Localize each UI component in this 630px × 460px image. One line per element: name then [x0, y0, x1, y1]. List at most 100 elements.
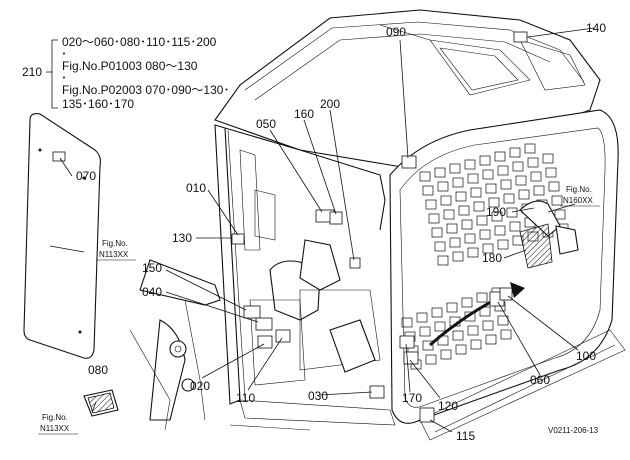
- mesh-cell: [533, 185, 545, 196]
- mesh-cell: [512, 161, 524, 172]
- header-main-label: 210: [22, 65, 42, 79]
- mesh-cell: [503, 193, 515, 204]
- callout-040: 040: [142, 285, 162, 299]
- decal-170: [399, 335, 415, 349]
- mesh-cell: [500, 179, 512, 190]
- decal-130: [231, 233, 245, 245]
- mesh-cell: [455, 344, 467, 355]
- mesh-cell: [416, 312, 428, 323]
- callout-130: 130: [172, 231, 192, 245]
- mesh-cell: [434, 241, 446, 252]
- callout-200: 200: [320, 97, 340, 111]
- mesh-cell: [524, 143, 536, 154]
- mesh-cell: [491, 211, 503, 222]
- mesh-cell: [449, 163, 461, 174]
- mesh-cell: [452, 177, 464, 188]
- decal-120: [403, 351, 419, 365]
- mesh-cell: [446, 223, 458, 234]
- callout-180: 180: [482, 251, 502, 265]
- mesh-cell: [452, 251, 464, 262]
- mesh-cell: [548, 181, 560, 192]
- mesh-cell: [464, 233, 476, 244]
- mesh-cell: [494, 225, 506, 236]
- callout-020: 020: [190, 379, 210, 393]
- mesh-cell: [509, 221, 521, 232]
- header-bracket: [51, 39, 58, 109]
- mesh-cell: [449, 237, 461, 248]
- mesh-cell: [527, 157, 539, 168]
- decal-140: [513, 31, 528, 43]
- callout-010: 010: [186, 181, 206, 195]
- callout-070: 070: [76, 169, 96, 183]
- mesh-cell: [476, 292, 488, 303]
- header-line-3: Fig.No.P02003 070･090～130･: [62, 83, 229, 97]
- callout-090: 090: [386, 25, 406, 39]
- ref-right-line-2: N160XX: [563, 196, 593, 205]
- ref-left: Fig.No. N113XX: [96, 239, 136, 261]
- callout-numbers: 070 010 130 050 160 200 090 140 150 040 …: [76, 21, 606, 443]
- mesh-cell: [551, 195, 563, 206]
- callout-060: 060: [530, 373, 550, 387]
- mesh-cell: [515, 175, 527, 186]
- mesh-cell: [488, 197, 500, 208]
- header-line-1: 020～060･080･110･115･200: [62, 35, 217, 49]
- ref-bottom: Fig.No. N113XX: [38, 413, 78, 435]
- mesh-cell: [458, 205, 470, 216]
- mesh-cell: [518, 189, 530, 200]
- mesh-cell: [485, 334, 497, 345]
- mesh-cell: [443, 209, 455, 220]
- callout-030: 030: [308, 389, 328, 403]
- decal-040: [255, 317, 273, 331]
- mesh-cell: [497, 165, 509, 176]
- mesh-cell: [437, 255, 449, 266]
- mesh-cell: [428, 213, 440, 224]
- decal-110: [275, 329, 291, 343]
- mesh-cell: [440, 195, 452, 206]
- callout-050: 050: [256, 117, 276, 131]
- decal-090: [401, 155, 417, 169]
- mesh-cell: [401, 317, 413, 328]
- header-bullet-1: ･: [61, 47, 67, 61]
- mesh-cell: [434, 321, 446, 332]
- decal-115: [419, 407, 435, 423]
- mesh-cell: [425, 199, 437, 210]
- ref-bottom-line-2: N113XX: [40, 424, 70, 433]
- decal-180: [519, 223, 553, 269]
- mesh-cell: [485, 183, 497, 194]
- callout-160: 160: [294, 107, 314, 121]
- callout-120: 120: [438, 399, 458, 413]
- mesh-cell: [494, 151, 506, 162]
- callout-190: 190: [486, 205, 506, 219]
- mesh-cell: [467, 247, 479, 258]
- mesh-cell: [431, 307, 443, 318]
- ref-left-line-2: N113XX: [99, 250, 129, 259]
- decal-160: [329, 211, 343, 225]
- mesh-cell: [542, 153, 554, 164]
- mesh-cell: [461, 297, 473, 308]
- mesh-cell: [479, 155, 491, 166]
- mesh-cell: [530, 171, 542, 182]
- mesh-cell: [509, 147, 521, 158]
- header-bullet-2: ･: [61, 71, 67, 85]
- decal-030: [369, 385, 385, 399]
- decal-200: [349, 257, 361, 269]
- mesh-cell: [482, 169, 494, 180]
- callout-140: 140: [586, 21, 606, 35]
- header-block: 210 020～060･080･110･115･200 ･ Fig.No.P01…: [22, 35, 229, 111]
- mesh-cell: [437, 181, 449, 192]
- mesh-cell: [431, 227, 443, 238]
- mesh-cell: [482, 320, 494, 331]
- ref-left-line-1: Fig.No.: [102, 239, 128, 248]
- mesh-cell: [479, 229, 491, 240]
- mesh-cell: [482, 243, 494, 254]
- mesh-cell: [419, 171, 431, 182]
- mesh-cell: [470, 187, 482, 198]
- mesh-cell: [446, 302, 458, 313]
- callout-110: 110: [236, 391, 255, 405]
- mesh-cell: [452, 330, 464, 341]
- mesh-cell: [497, 315, 509, 326]
- mesh-cell: [434, 167, 446, 178]
- leader-lines: [49, 27, 595, 433]
- header-line-4: 135･160･170: [62, 97, 134, 111]
